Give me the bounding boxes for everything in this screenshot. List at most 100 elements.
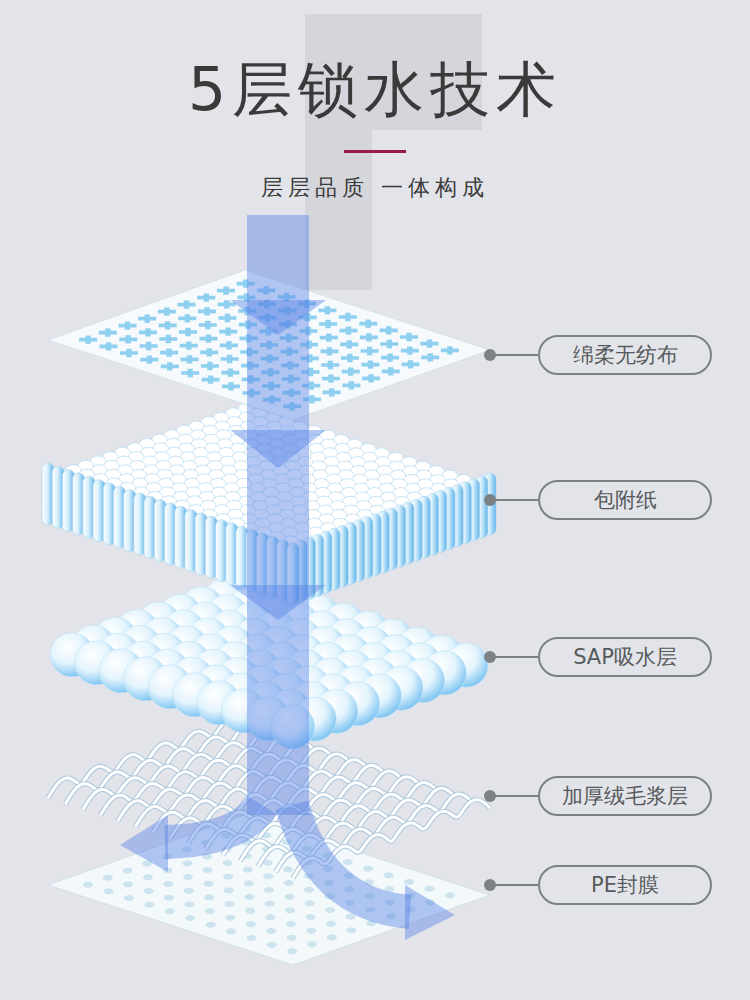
cross-pattern	[221, 368, 239, 376]
pe-dot	[203, 881, 213, 887]
cross-pattern	[321, 347, 339, 355]
cross-pattern	[99, 328, 117, 336]
cross-pattern	[138, 314, 156, 322]
pe-dot	[103, 875, 113, 881]
label-pill: 绵柔无纺布	[538, 335, 712, 375]
title: 5层锁水技术	[188, 54, 562, 124]
pe-sheet	[48, 815, 490, 965]
pe-dot	[287, 935, 297, 941]
leader-line	[490, 354, 538, 356]
pe-dot	[265, 901, 275, 907]
cross-pattern	[382, 367, 400, 375]
pe-dot	[363, 866, 373, 872]
flow-head	[405, 885, 455, 940]
pe-dot	[445, 892, 455, 898]
cross-pattern	[120, 349, 138, 357]
pe-dot	[265, 914, 275, 920]
pe-dot	[165, 908, 175, 914]
pe-dot	[287, 948, 297, 954]
cross-pattern	[221, 355, 239, 363]
label-pill: SAP吸水层	[538, 637, 712, 677]
pe-dot	[206, 922, 216, 928]
cross-pattern	[359, 319, 377, 327]
cross-pattern	[341, 354, 359, 362]
pe-dot	[143, 874, 153, 880]
cross-pattern	[79, 335, 97, 343]
cross-pattern	[361, 347, 379, 355]
pe-film-layer	[48, 815, 490, 965]
pe-dot	[244, 894, 254, 900]
pe-dot	[424, 886, 434, 892]
pill-text: 包附纸	[594, 486, 657, 514]
cross-pattern	[381, 353, 399, 361]
cross-pattern	[198, 307, 216, 315]
pe-dot	[104, 888, 114, 894]
pe-dot	[144, 888, 154, 894]
pe-dot	[306, 928, 316, 934]
cross-pattern	[119, 321, 137, 329]
cross-pattern	[180, 341, 198, 349]
pe-dot	[163, 881, 173, 887]
pill-text: SAP吸水层	[573, 643, 677, 671]
cross-pattern	[218, 314, 236, 322]
pe-dot	[225, 915, 235, 921]
flow-head	[230, 300, 326, 335]
pe-dot	[124, 895, 134, 901]
title-rule	[344, 150, 406, 153]
cross-pattern	[197, 293, 215, 301]
cross-pattern	[202, 375, 220, 383]
cross-pattern	[421, 353, 439, 361]
cross-pattern	[100, 342, 118, 350]
cross-pattern	[200, 348, 218, 356]
cross-pattern	[140, 355, 158, 363]
pe-dot	[123, 868, 133, 874]
cross-pattern	[139, 328, 157, 336]
cross-pattern	[380, 326, 398, 334]
cross-pattern	[401, 360, 419, 368]
cross-pattern	[362, 374, 380, 382]
cross-pattern	[159, 321, 177, 329]
cross-pattern	[217, 286, 235, 294]
flow-arrows	[120, 215, 455, 940]
flow-curve	[165, 805, 262, 842]
pe-dot	[222, 860, 232, 866]
pe-dot	[284, 894, 294, 900]
cross-pattern	[199, 321, 217, 329]
cross-pattern	[178, 314, 196, 322]
leader-line	[490, 795, 538, 797]
pe-dot	[246, 921, 256, 927]
pe-dot	[384, 872, 394, 878]
pe-dot	[225, 901, 235, 907]
leader-dot	[484, 494, 496, 506]
subtitle-box: 层层品质 一体构成	[0, 173, 750, 203]
pe-dot	[164, 895, 174, 901]
cross-pattern	[323, 388, 341, 396]
pe-dot	[185, 915, 195, 921]
pe-dot	[123, 881, 133, 887]
cross-pattern	[318, 306, 336, 314]
pe-dot	[305, 900, 315, 906]
label-pill: PE封膜	[538, 865, 712, 905]
pill-text: 绵柔无纺布	[573, 341, 678, 369]
cross-pattern	[342, 381, 360, 389]
cross-pattern	[319, 320, 337, 328]
label-pill: 包附纸	[538, 480, 712, 520]
cross-pattern	[140, 342, 158, 350]
title-box: 5层锁水技术	[0, 50, 750, 131]
pe-dot	[326, 921, 336, 927]
cross-pattern	[158, 307, 176, 315]
pe-dot	[327, 934, 337, 940]
flow-curve	[292, 805, 410, 912]
pe-dot	[267, 942, 277, 948]
cross-pattern	[179, 328, 197, 336]
cross-pattern	[160, 348, 178, 356]
pe-dot	[243, 867, 253, 873]
cross-pattern	[321, 361, 339, 369]
flow-head	[230, 430, 326, 468]
cross-pattern	[400, 333, 418, 341]
label-pill: 加厚绒毛浆层	[538, 776, 712, 816]
pe-dot	[244, 880, 254, 886]
pill-text: 加厚绒毛浆层	[562, 782, 688, 810]
